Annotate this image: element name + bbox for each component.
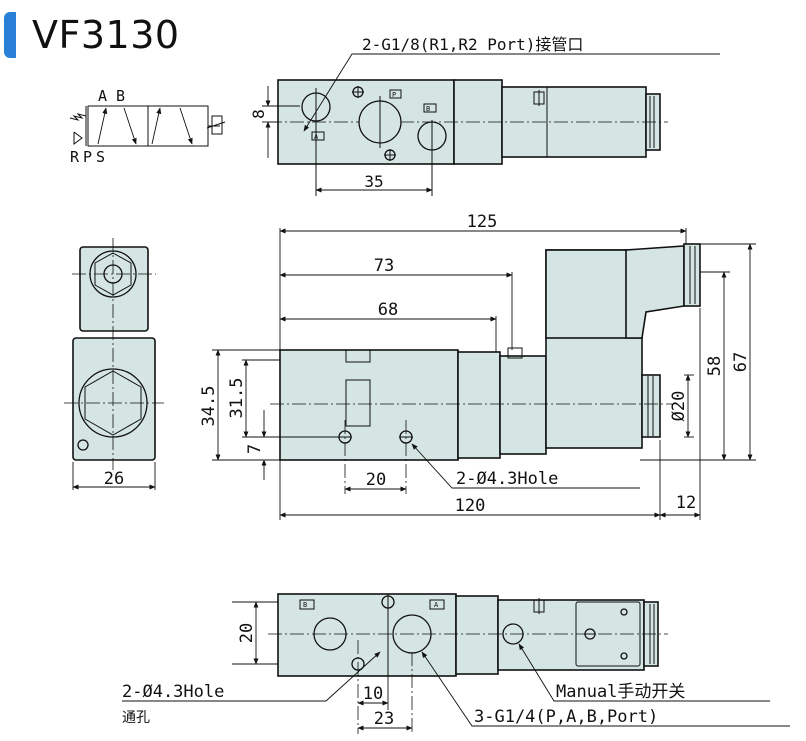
front-plug-end	[683, 243, 701, 307]
dim-bottom-20: 20	[237, 623, 257, 643]
dim-bottom-10: 10	[363, 684, 383, 704]
dim-bottom-23: 23	[374, 709, 394, 729]
dim-125: 125	[467, 212, 498, 232]
front-connector	[641, 374, 661, 438]
dim-12: 12	[676, 493, 696, 513]
top-port-leader	[303, 53, 720, 132]
side-view: 26	[64, 238, 164, 490]
port-r-label: 2-G1/8(R1,R2 Port)接管口	[362, 35, 583, 54]
front-body-mid	[457, 351, 501, 459]
top-view: P B A 2-G1/8(R1,R2 Port)接管口 8 35	[249, 35, 720, 196]
top-mark-p-box	[389, 89, 402, 99]
dim-phi20: Ø20	[669, 391, 689, 422]
dim-73: 73	[374, 256, 394, 276]
title-block: VF3130	[4, 8, 180, 62]
dim-34-5: 34.5	[199, 386, 219, 427]
front-plug	[625, 245, 685, 339]
dim-side-26: 26	[104, 469, 124, 489]
dim-120: 120	[455, 496, 486, 516]
valve-symbol: A B RPS	[69, 87, 226, 166]
bottom-mark-a: A	[434, 601, 439, 609]
top-mark-p: P	[392, 91, 396, 99]
manual-label: Manual手动开关	[556, 682, 685, 702]
dim-31-5: 31.5	[227, 378, 247, 419]
front-body-end	[499, 355, 547, 455]
page-title: VF3130	[32, 13, 180, 57]
dim-top-8: 8	[249, 109, 268, 119]
dim-58: 58	[705, 356, 725, 376]
hole-mid-label: 2-Ø4.3Hole	[456, 469, 558, 489]
bottom-body-mid	[455, 595, 499, 675]
top-mark-b: A	[314, 133, 319, 141]
dim-68: 68	[378, 300, 398, 320]
dim-7: 7	[245, 444, 265, 454]
dim-front-20: 20	[366, 470, 386, 490]
top-mark-b-box	[311, 131, 325, 141]
symbol-ab: A B	[98, 87, 125, 105]
ports-label: 3-G1/4(P,A,B,Port)	[474, 707, 658, 727]
dim-67: 67	[731, 352, 751, 372]
hole-bottom-label: 2-Ø4.3Hole	[122, 682, 224, 702]
top-mark-a: B	[426, 105, 430, 113]
bottom-view: B A 20 10 23 2-Ø4.3Hole 通孔 Manual手动开关 3-…	[122, 593, 790, 734]
through-hole-label: 通孔	[122, 710, 150, 726]
dim-top-35: 35	[364, 172, 383, 191]
title-tab	[4, 12, 16, 58]
top-mark-a-box	[423, 103, 437, 113]
front-view: 125 73 68 34.5 31.5 7 20 2-Ø4.3Hole 120 …	[199, 212, 756, 520]
bottom-mark-b: B	[303, 601, 307, 609]
front-body	[279, 349, 459, 461]
symbol-rps: RPS	[70, 148, 109, 166]
